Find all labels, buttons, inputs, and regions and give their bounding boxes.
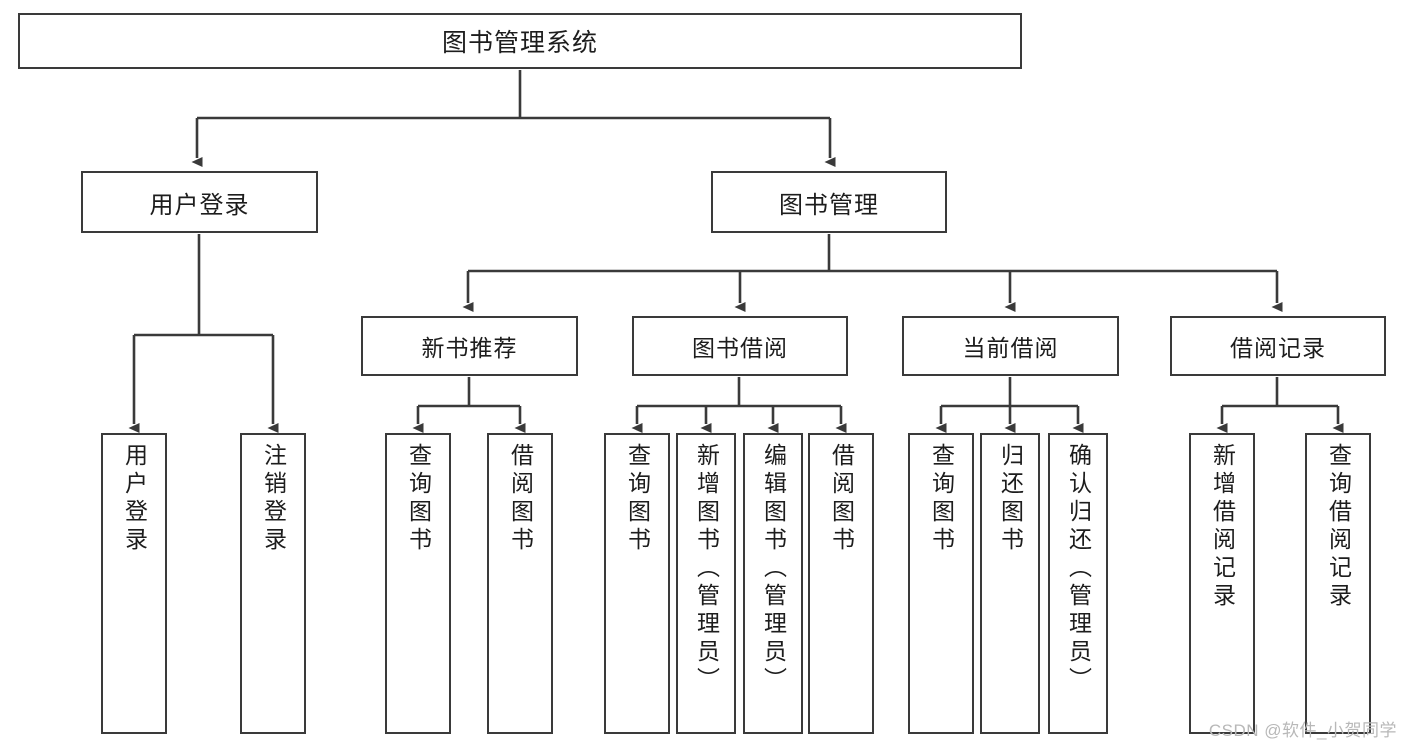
node-current-borrow[interactable]: 当前借阅 (902, 316, 1119, 376)
node-label: 用户登录 (149, 191, 250, 219)
leaf-borrow-book-recommend[interactable]: 借阅图书 (487, 433, 553, 734)
node-label: 当前借阅 (962, 335, 1059, 361)
leaf-return-book[interactable]: 归还图书 (980, 433, 1040, 734)
node-label: 编辑图书（管理员） (760, 443, 787, 695)
leaf-confirm-return-admin[interactable]: 确认归还（管理员） (1048, 433, 1108, 734)
watermark-text: CSDN @软件_小贺同学 (1208, 721, 1397, 740)
node-root-book-management-system[interactable]: 图书管理系统 (18, 13, 1022, 69)
leaf-add-borrow-record[interactable]: 新增借阅记录 (1189, 433, 1255, 734)
leaf-user-login[interactable]: 用户登录 (101, 433, 167, 734)
node-label: 归还图书 (997, 443, 1024, 555)
node-new-book-recommend[interactable]: 新书推荐 (361, 316, 578, 376)
node-label: 图书管理 (779, 191, 879, 219)
node-book-management[interactable]: 图书管理 (711, 171, 947, 233)
node-label: 注销登录 (260, 443, 287, 555)
node-label: 新增图书（管理员） (693, 443, 720, 695)
node-label: 图书管理系统 (441, 29, 598, 57)
node-label: 查询图书 (928, 443, 955, 555)
leaf-query-borrow-record[interactable]: 查询借阅记录 (1305, 433, 1371, 734)
node-book-borrow[interactable]: 图书借阅 (632, 316, 848, 376)
node-label: 借阅记录 (1230, 335, 1326, 361)
node-user-login[interactable]: 用户登录 (81, 171, 318, 233)
leaf-query-book-recommend[interactable]: 查询图书 (385, 433, 451, 734)
node-label: 新增借阅记录 (1209, 443, 1236, 611)
node-label: 图书借阅 (692, 335, 788, 361)
leaf-query-book-borrow[interactable]: 查询图书 (604, 433, 670, 734)
leaf-logout-login[interactable]: 注销登录 (240, 433, 306, 734)
leaf-edit-book-admin[interactable]: 编辑图书（管理员） (743, 433, 803, 734)
node-label: 查询图书 (624, 443, 651, 555)
leaf-query-book-current[interactable]: 查询图书 (908, 433, 974, 734)
leaf-borrow-book[interactable]: 借阅图书 (808, 433, 874, 734)
node-label: 用户登录 (121, 443, 148, 555)
node-borrow-record[interactable]: 借阅记录 (1170, 316, 1386, 376)
node-label: 确认归还（管理员） (1065, 443, 1092, 695)
node-label: 查询借阅记录 (1325, 443, 1352, 611)
node-label: 借阅图书 (507, 443, 534, 555)
leaf-add-book-admin[interactable]: 新增图书（管理员） (676, 433, 736, 734)
node-label: 借阅图书 (828, 443, 855, 555)
node-label: 查询图书 (405, 443, 432, 555)
node-label: 新书推荐 (421, 335, 518, 361)
